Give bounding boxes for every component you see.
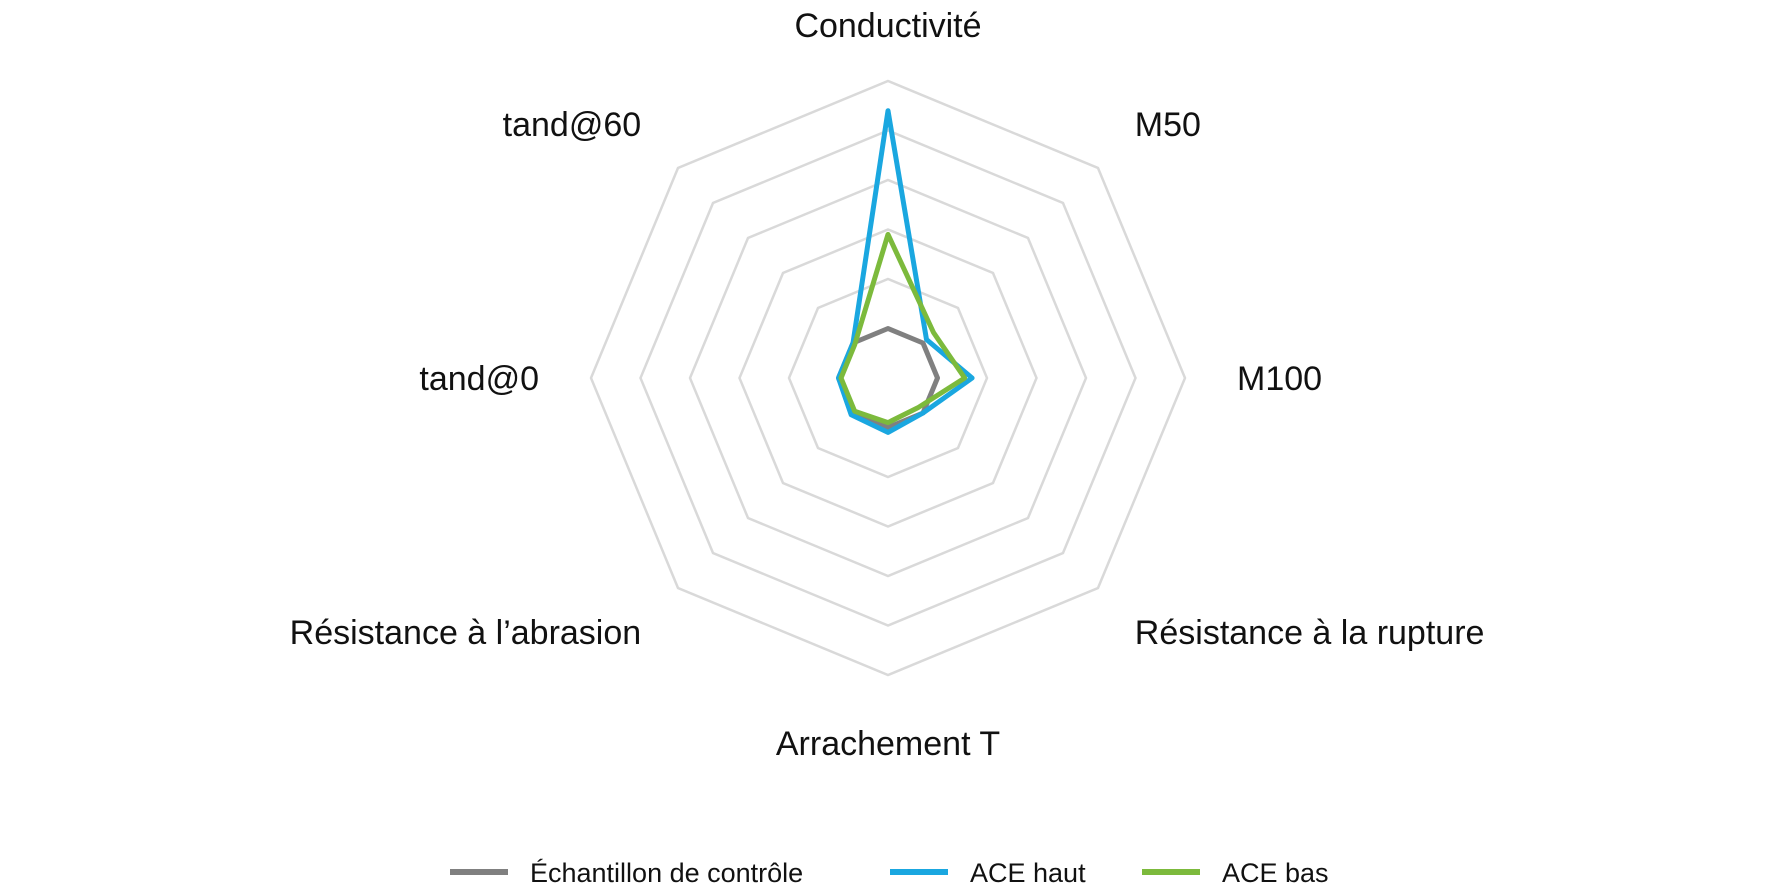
axis-label-2: M50 bbox=[1135, 106, 1201, 144]
radar-grid bbox=[589, 79, 1187, 677]
legend-label-1: Échantillon de contrôle bbox=[530, 858, 803, 886]
grid-ring-6 bbox=[589, 79, 1187, 677]
axis-label-7: tand@0 bbox=[419, 360, 539, 398]
grid-ring-2 bbox=[787, 277, 989, 479]
grid-ring-3 bbox=[738, 228, 1038, 528]
axis-label-3: M100 bbox=[1237, 360, 1322, 398]
legend-label-3: ACE bas bbox=[1222, 858, 1329, 886]
axis-label-6: Résistance à l’abrasion bbox=[290, 614, 642, 652]
series-line-3 bbox=[838, 231, 968, 426]
radar-series bbox=[836, 108, 975, 435]
grid-ring-5 bbox=[639, 129, 1137, 627]
axis-label-4: Résistance à la rupture bbox=[1135, 614, 1485, 652]
grid-ring-4 bbox=[688, 178, 1088, 578]
axis-label-5: Arrachement T bbox=[776, 725, 1000, 763]
legend-label-2: ACE haut bbox=[970, 858, 1086, 886]
axis-label-8: tand@60 bbox=[503, 106, 642, 144]
legend: Échantillon de contrôle ACE haut ACE bas bbox=[450, 858, 1329, 886]
axis-label-1: Conductivité bbox=[794, 7, 981, 45]
